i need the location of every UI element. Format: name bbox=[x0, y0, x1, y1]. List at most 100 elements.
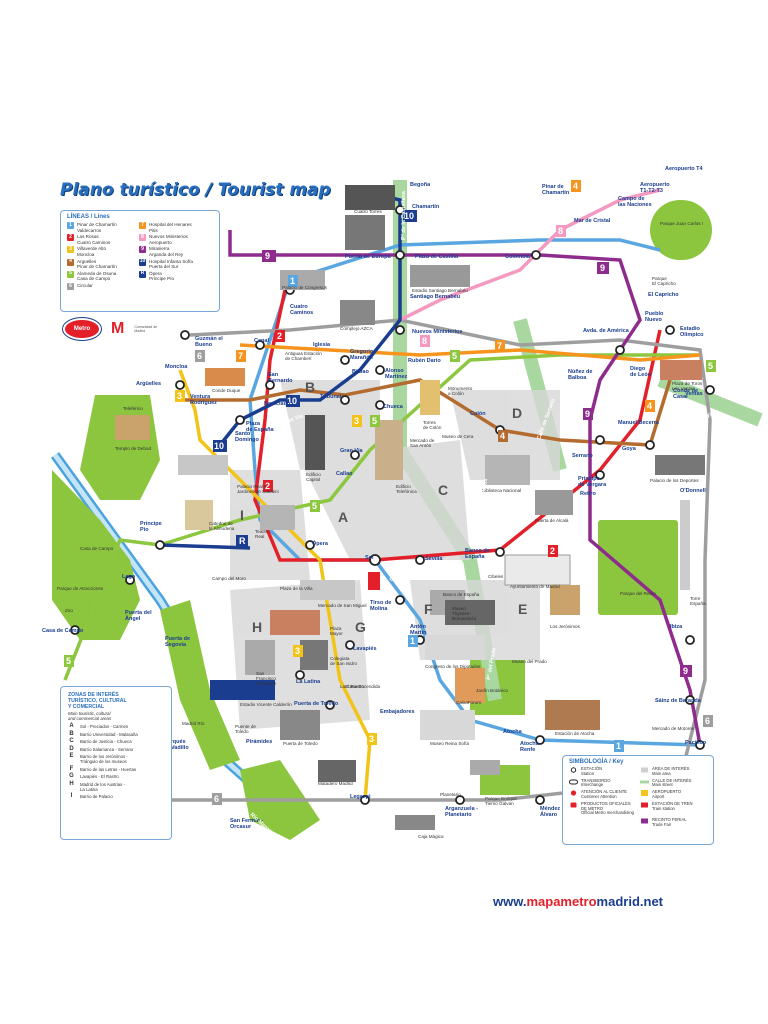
station-label: Rubén Darío bbox=[408, 358, 441, 364]
station-marker bbox=[180, 330, 190, 340]
station-marker bbox=[340, 355, 350, 365]
svg-text:8: 8 bbox=[558, 226, 563, 236]
landmark-label: Puerta de Alcalá bbox=[535, 518, 569, 523]
logos: Metro M Comunidad de Madrid bbox=[63, 318, 164, 340]
website-url[interactable]: www.mapametromadrid.net bbox=[493, 894, 663, 909]
station-label: Begoña bbox=[410, 182, 431, 188]
teatro-real-icon bbox=[260, 505, 295, 530]
station-label: Retiro bbox=[580, 491, 597, 497]
palacio-deportes-icon bbox=[655, 455, 705, 475]
station-label: El Capricho bbox=[648, 292, 679, 298]
station-label: Lavapiés bbox=[353, 646, 377, 652]
symbology-label: AEROPUERTO Airport bbox=[652, 789, 682, 799]
plaza-mayor-icon bbox=[270, 610, 320, 635]
svg-text:5: 5 bbox=[312, 501, 317, 511]
station-marker bbox=[375, 365, 385, 375]
line-legend-label: Nuevos Ministerios Aeropuerto bbox=[149, 234, 188, 245]
symbology-label: RECINTO FERIAL Trade Fair bbox=[652, 817, 687, 827]
symbology-label: ATENCIÓN AL CLIENTE Customer Attention bbox=[581, 789, 628, 799]
landmark-label: La Casa Encendida bbox=[340, 684, 381, 689]
landmark-label: Conde Duque bbox=[212, 388, 241, 393]
line-number-badge: 7 bbox=[139, 222, 146, 229]
station-label: Mar de Cristal bbox=[574, 218, 611, 224]
symbology-item: ESTACIÓN DE TREN Train station bbox=[640, 801, 707, 816]
line-legend-label: Mirasierra Arganda del Rey bbox=[149, 246, 184, 257]
landmark-label: Museo de Cera bbox=[442, 434, 474, 439]
svg-text:4: 4 bbox=[573, 181, 578, 191]
station-marker bbox=[665, 325, 675, 335]
line-6 bbox=[60, 318, 712, 802]
info-icon bbox=[570, 790, 577, 796]
zone-label: Barrio Universidad - Malasaña bbox=[80, 731, 138, 737]
landmark-label: Palacio de Congresos bbox=[282, 285, 328, 290]
cm-logo-label: Comunidad de Madrid bbox=[134, 325, 158, 333]
station-marker bbox=[415, 555, 425, 565]
svg-text:9: 9 bbox=[600, 263, 605, 273]
station-label: Argüelles bbox=[136, 381, 161, 387]
line-legend-label: Argüelles Pinar de Chamartín bbox=[77, 258, 117, 270]
line-legend-label: Las Rosas Cuatro Caminos bbox=[77, 234, 111, 245]
svg-text:3: 3 bbox=[354, 416, 359, 426]
zone-label: Barrio de Palacio bbox=[80, 794, 113, 799]
svg-text:1: 1 bbox=[410, 636, 415, 646]
planetario-icon bbox=[470, 760, 500, 775]
station-marker bbox=[395, 325, 405, 335]
line-number-badge: 5 bbox=[67, 271, 74, 278]
symbology-heading: SIMBOLOGÍA / Key bbox=[569, 759, 624, 765]
station-label: Pirámides bbox=[246, 739, 272, 745]
landmark-label: Museo Reina Sofía bbox=[430, 741, 470, 746]
svg-text:5: 5 bbox=[708, 361, 713, 371]
station-marker bbox=[340, 395, 350, 405]
station-marker bbox=[175, 380, 185, 390]
symbology-item: ATENCIÓN AL CLIENTE Customer Attention bbox=[569, 789, 636, 800]
station-label: Santiago Bernabéu bbox=[410, 294, 460, 300]
line-legend-label: Pinar de Chamartín Valdecarros bbox=[77, 222, 117, 233]
station-label: Ibiza bbox=[670, 624, 683, 630]
matadero-icon bbox=[318, 760, 356, 782]
svg-text:2: 2 bbox=[550, 546, 555, 556]
landmark-label: Zoo bbox=[65, 608, 73, 613]
station-marker bbox=[595, 435, 605, 445]
line-number-badge: R bbox=[139, 270, 146, 278]
station-marker bbox=[350, 450, 360, 460]
area-icon bbox=[641, 767, 648, 773]
line-number-badge: 2 bbox=[67, 234, 74, 242]
svg-text:3: 3 bbox=[177, 391, 182, 401]
palacio-real-icon bbox=[178, 455, 228, 475]
svg-text:5: 5 bbox=[66, 656, 71, 666]
station-marker bbox=[265, 380, 275, 390]
street-label: P° de Recoletos bbox=[476, 478, 489, 520]
landmark-labels: Cuatro Torres Estadio Santiago Bernabéu … bbox=[57, 209, 706, 839]
caja-magica-icon bbox=[395, 815, 435, 830]
station-marker bbox=[255, 340, 265, 350]
station-marker bbox=[535, 735, 545, 745]
san-francisco-icon bbox=[245, 640, 275, 675]
svg-text:10: 10 bbox=[287, 396, 297, 406]
zone-label: Lavapiés - El Rastro bbox=[80, 774, 119, 779]
station-label: Puerta de Europa bbox=[345, 254, 391, 260]
zone-label: Madrid de los Austrias - La Latina bbox=[80, 781, 125, 792]
zone-letter: G bbox=[69, 773, 74, 779]
landmark-label: Matadero Madrid bbox=[318, 781, 353, 786]
zone-label: Barrio Salamanca - Serrano bbox=[80, 746, 134, 752]
